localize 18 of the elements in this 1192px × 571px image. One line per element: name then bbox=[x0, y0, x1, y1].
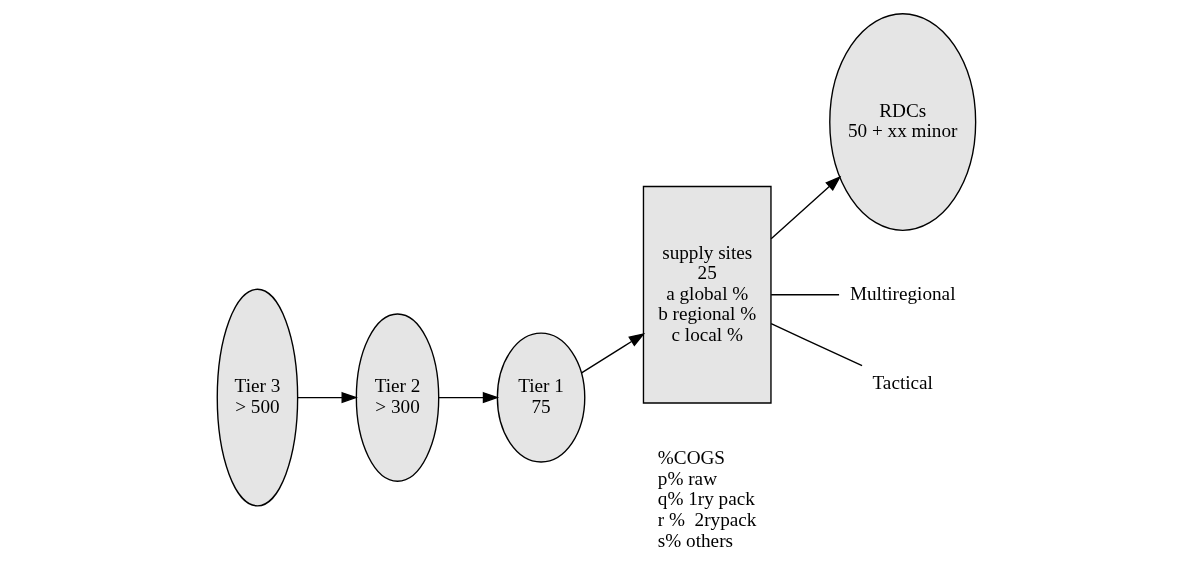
node-text: Tactical bbox=[871, 371, 933, 393]
node-text: Multiregional bbox=[849, 282, 955, 304]
arrow bbox=[296, 391, 358, 404]
label: q% 1ry pack bbox=[657, 488, 755, 510]
label: r % 2rypack bbox=[657, 509, 756, 531]
node-ellipse: Tier 3 > 500 bbox=[216, 288, 298, 507]
connector bbox=[770, 294, 840, 296]
node-ellipse: RDCs 50 + xx minor bbox=[828, 13, 976, 231]
arrow bbox=[580, 332, 645, 374]
label: s% others bbox=[657, 529, 733, 551]
label: %COGS bbox=[657, 447, 725, 469]
node-ellipse: Tier 2 > 300 bbox=[355, 313, 439, 482]
node-box: supply sites 25 a global % b regional % c local % bbox=[642, 185, 772, 404]
arrow bbox=[437, 391, 499, 404]
node-ellipse: Tier 1 75 bbox=[496, 332, 585, 463]
label: p% raw bbox=[657, 467, 717, 489]
arrow bbox=[770, 175, 841, 240]
connector bbox=[770, 323, 863, 367]
